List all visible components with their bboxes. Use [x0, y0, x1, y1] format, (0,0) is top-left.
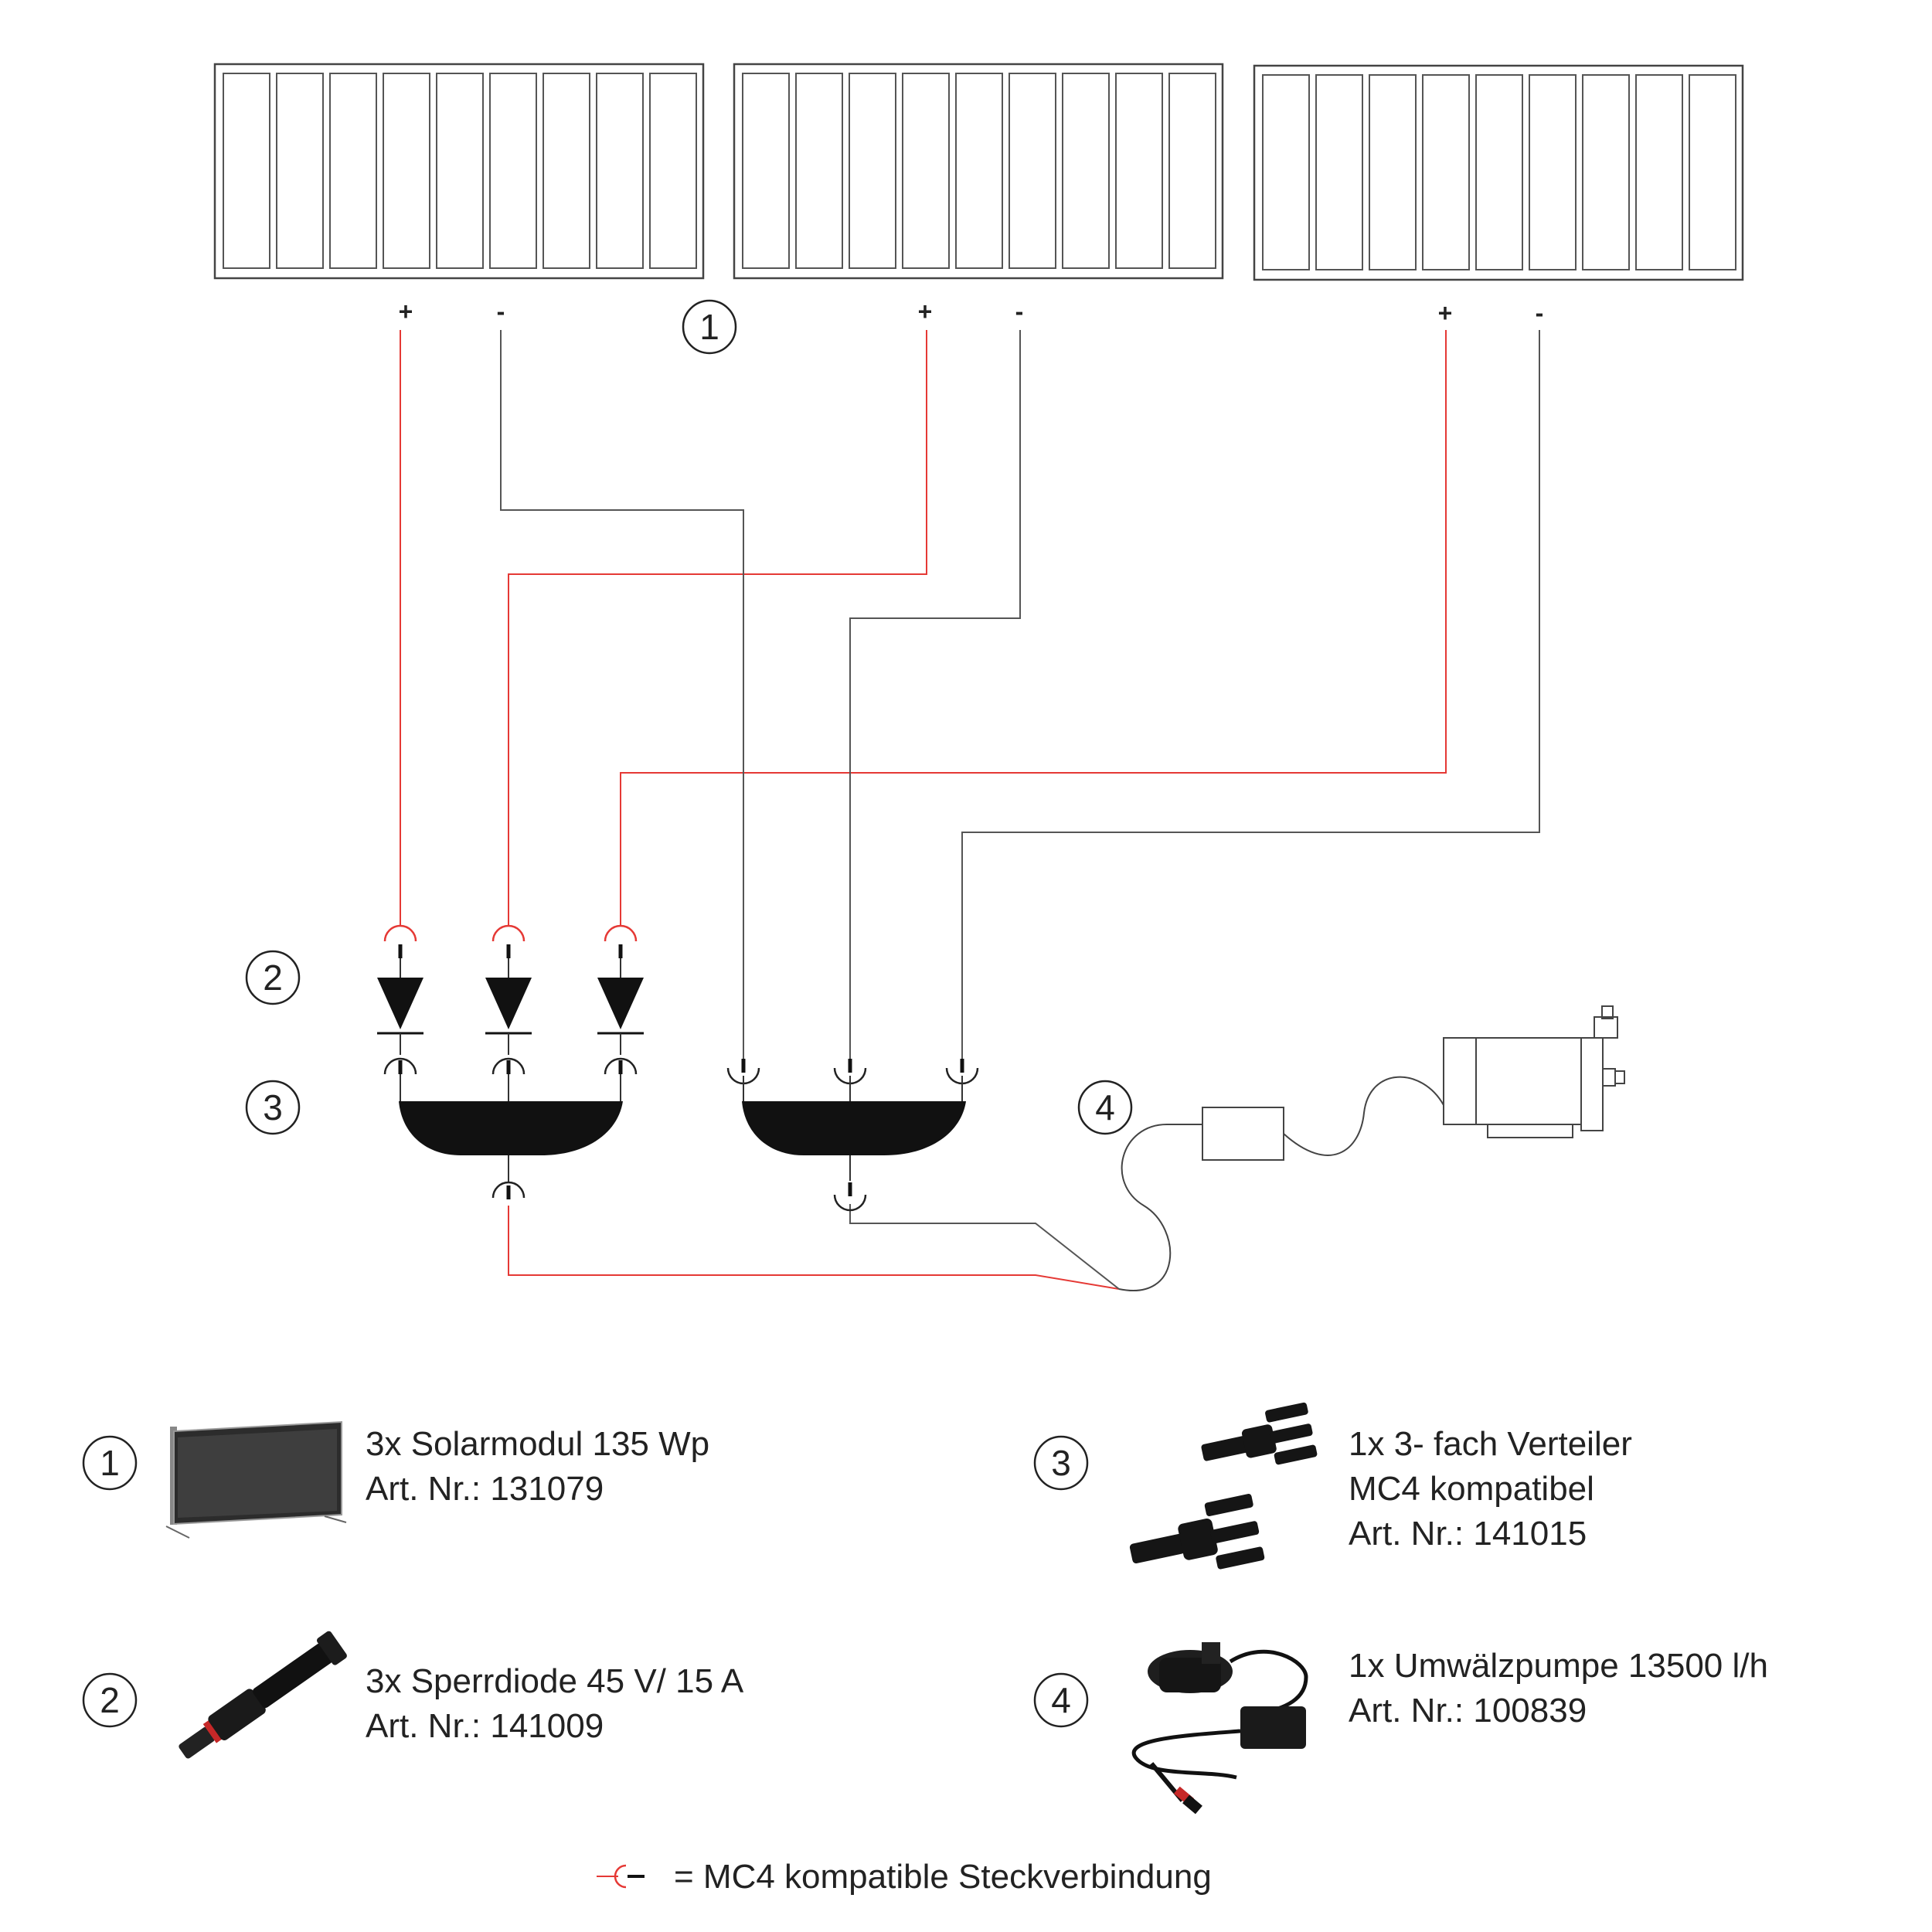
solar-panel-3	[1253, 64, 1744, 281]
part-4-name: 1x Umwälzpumpe 13500 l/h	[1349, 1647, 1768, 1685]
svg-text:1: 1	[699, 307, 719, 347]
part-4-art-nr: Art. Nr.: 100839	[1349, 1692, 1587, 1730]
callout-3-diagram: 3	[245, 1080, 301, 1135]
svg-text:3: 3	[263, 1087, 283, 1128]
part-1-name: 3x Solarmodul 135 Wp	[366, 1425, 709, 1463]
negative-wires	[500, 330, 1540, 1290]
part-2-number: 2	[100, 1680, 120, 1720]
mc4-plug-icon	[383, 924, 638, 942]
solar-panel-1	[213, 63, 705, 280]
panel-3-minus-label: -	[1536, 299, 1544, 327]
part-3-row: 3 1x 3- fach Verteiler MC4 kompatibel Ar…	[1033, 1402, 1632, 1570]
part-4-row: 4 1x Umwälzpumpe 13500 l/h Art. Nr.: 100…	[1033, 1642, 1768, 1815]
part-3-name: 1x 3- fach Verteiler	[1349, 1425, 1632, 1463]
blocking-diode-photo-icon	[179, 1631, 347, 1759]
pump-icon	[1118, 1005, 1625, 1291]
callout-1-diagram: 1	[682, 299, 737, 355]
part-2-art-nr: Art. Nr.: 141009	[366, 1707, 604, 1745]
solar-panel-icon	[165, 1420, 347, 1539]
svg-text:4: 4	[1095, 1087, 1115, 1128]
blocking-diode-icon	[377, 958, 644, 1055]
panel-1-minus-label: -	[497, 298, 505, 325]
panel-2-plus-label: +	[918, 298, 933, 325]
part-3-subtitle: MC4 kompatibel	[1349, 1470, 1594, 1508]
pump-photo-icon	[1131, 1642, 1308, 1815]
branch-connector-photo-icon	[1129, 1402, 1318, 1570]
panel-3-plus-label: +	[1438, 299, 1453, 327]
part-2-row: 2 3x Sperrdiode 45 V/ 15 A Art. Nr.: 141…	[82, 1631, 744, 1759]
callout-2-diagram: 2	[245, 950, 301, 1005]
branch-connector-icon	[399, 1101, 966, 1155]
part-1-row: 1 3x Solarmodul 135 Wp Art. Nr.: 131079	[82, 1420, 709, 1539]
positive-wires	[400, 330, 1447, 1290]
legend: = MC4 kompatible Steckverbindung	[597, 1858, 1212, 1896]
part-3-art-nr: Art. Nr.: 141015	[1349, 1515, 1587, 1553]
panel-2-minus-label: -	[1015, 298, 1024, 325]
part-2-name: 3x Sperrdiode 45 V/ 15 A	[366, 1662, 744, 1700]
part-3-number: 3	[1051, 1443, 1071, 1483]
part-4-number: 4	[1051, 1680, 1071, 1720]
part-1-art-nr: Art. Nr.: 131079	[366, 1470, 604, 1508]
part-1-number: 1	[100, 1443, 120, 1483]
svg-text:2: 2	[263, 957, 283, 998]
solar-panel-2	[733, 63, 1224, 280]
mc4-plug-icon	[597, 1864, 645, 1889]
panel-1-plus-label: +	[399, 298, 413, 325]
legend-text: = MC4 kompatible Steckverbindung	[674, 1858, 1212, 1896]
callout-4-diagram: 4	[1077, 1080, 1133, 1135]
